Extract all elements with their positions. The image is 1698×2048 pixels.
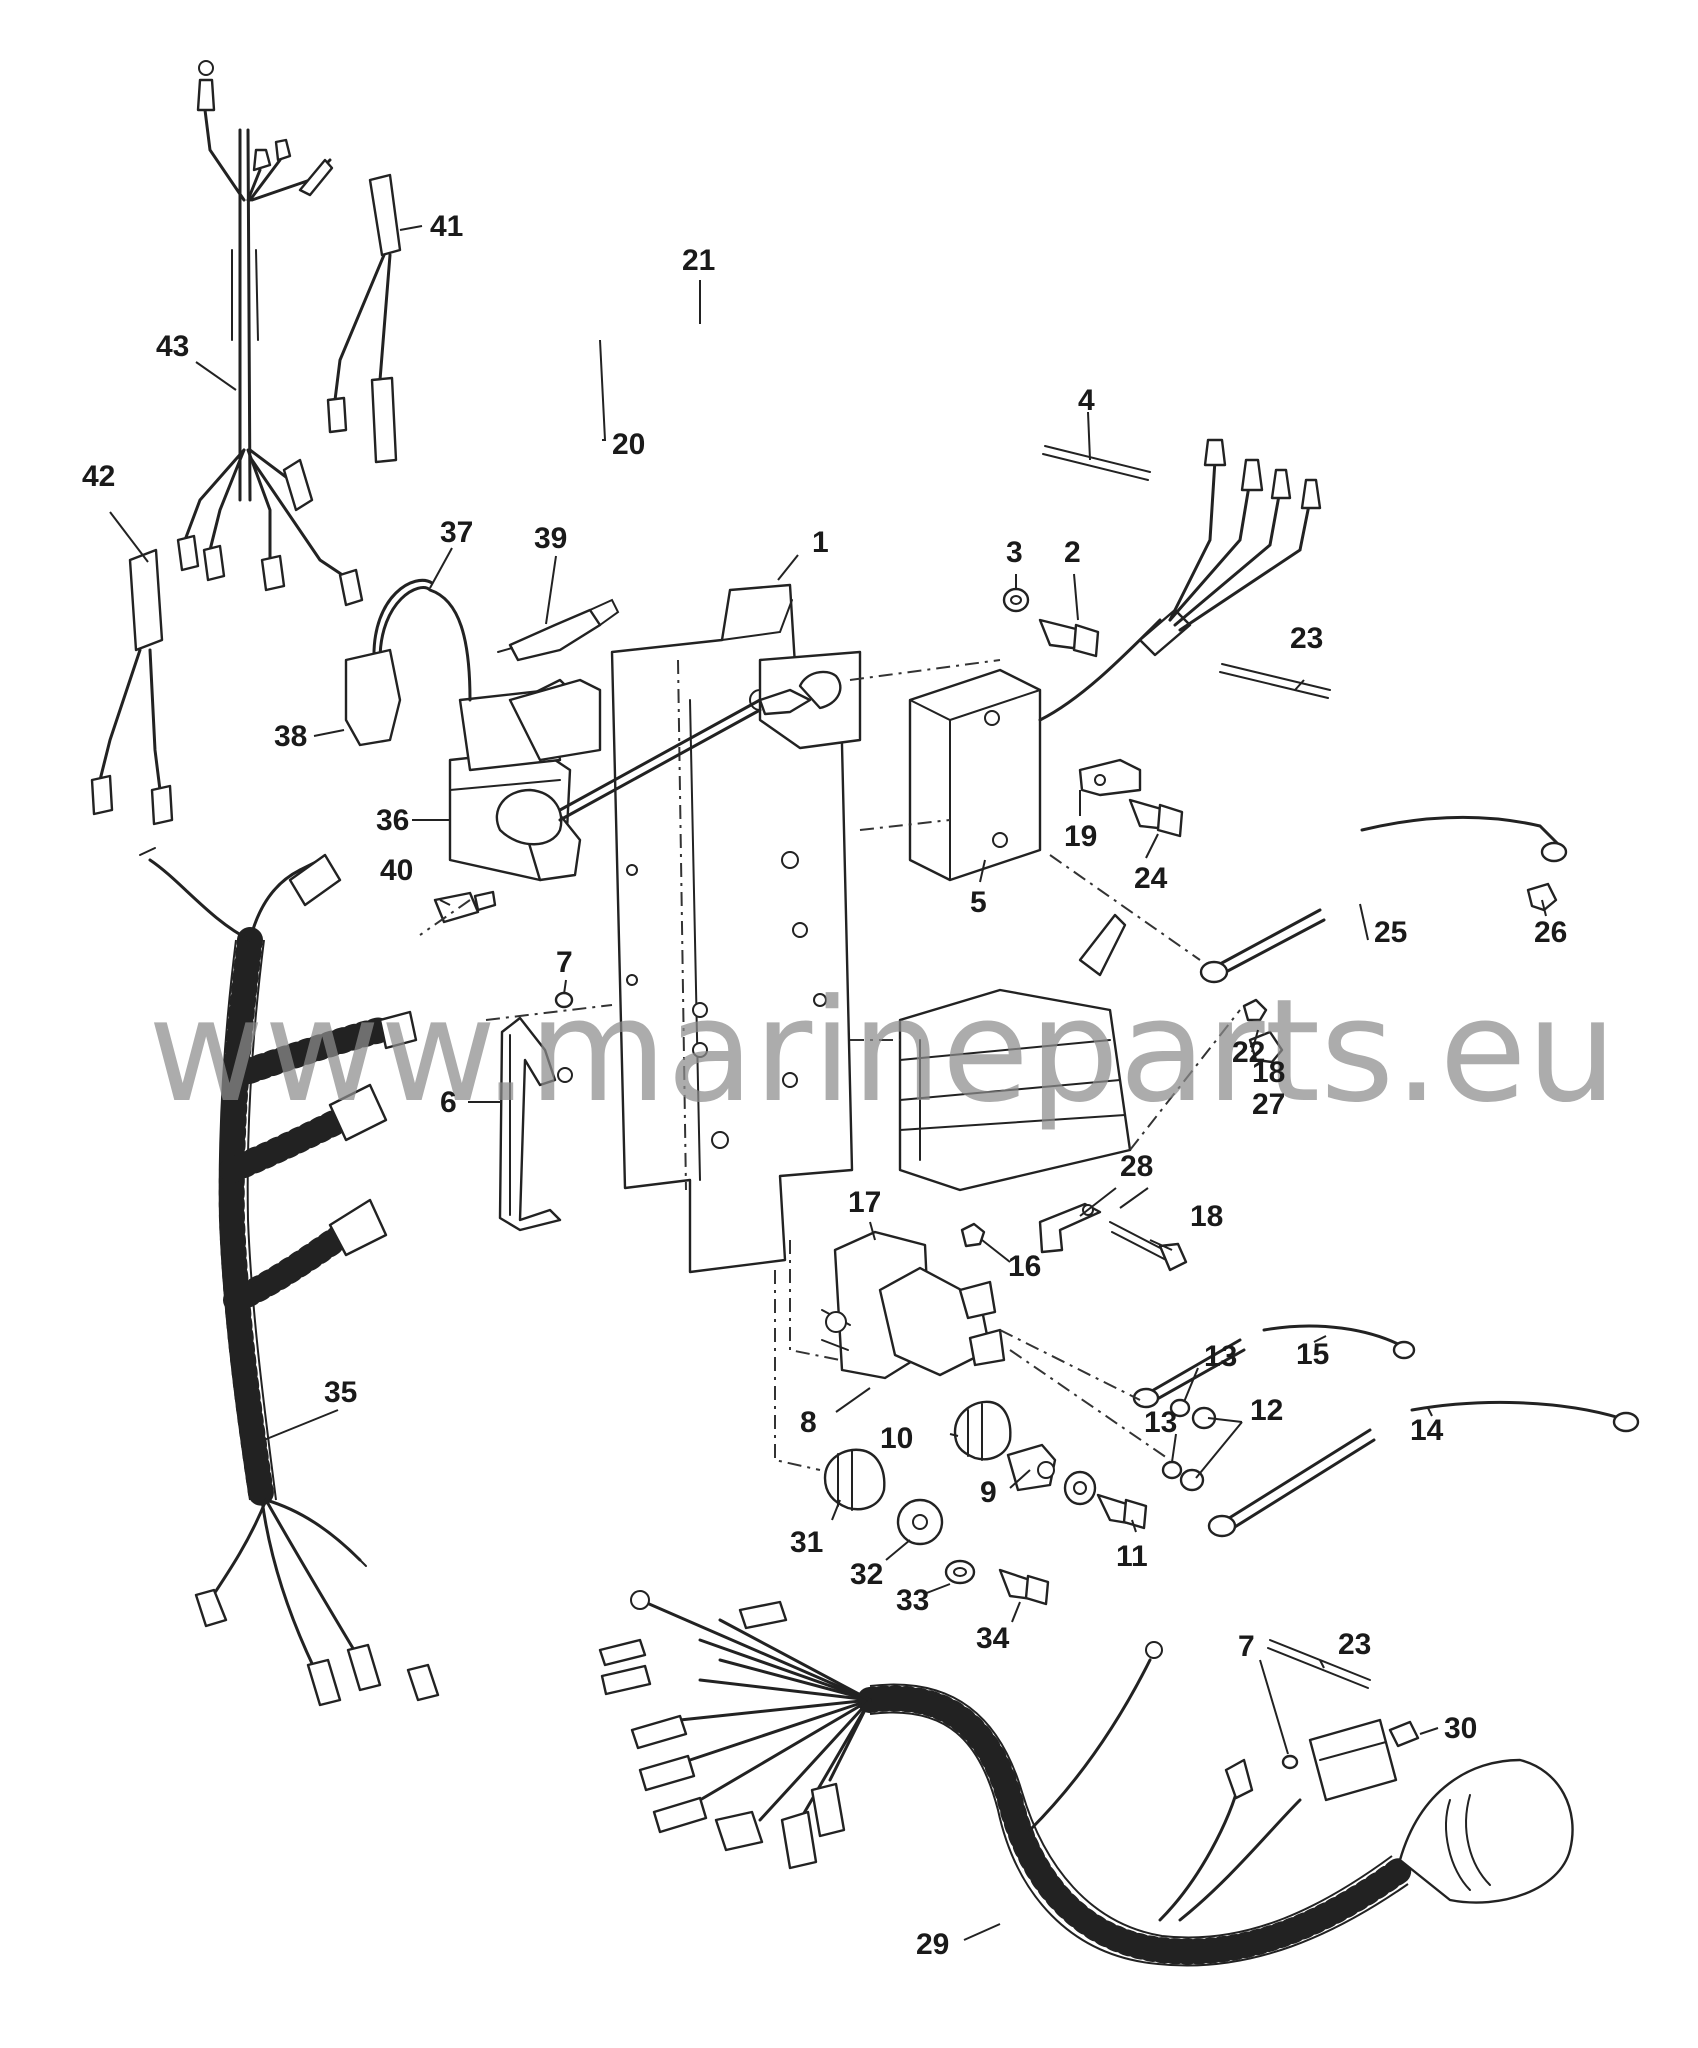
callout-21: 21	[682, 244, 715, 277]
module-wire-bundle	[1038, 438, 1322, 722]
callout-25: 25	[1374, 916, 1407, 949]
callout-15: 15	[1296, 1338, 1329, 1371]
main-harness	[139, 847, 440, 1707]
callout-3: 3	[1006, 536, 1023, 569]
nut-22	[1242, 998, 1268, 1022]
callout-20: 20	[612, 428, 645, 461]
callout-17: 17	[848, 1186, 881, 1219]
callout-30: 30	[1444, 1712, 1477, 1745]
bolt-26	[1526, 882, 1558, 912]
cable-25	[1199, 815, 1568, 984]
callout-39: 39	[534, 522, 567, 555]
nut-13b	[1161, 1460, 1183, 1480]
clamp-28	[1038, 1202, 1102, 1254]
callout-29: 29	[916, 1928, 949, 1961]
callout-7a: 7	[556, 946, 573, 979]
callout-37: 37	[440, 516, 473, 549]
callout-8: 8	[800, 1406, 817, 1439]
bracket-handle	[498, 1016, 573, 1232]
callout-14: 14	[1410, 1414, 1444, 1447]
callout-24: 24	[1134, 862, 1168, 895]
bolt-2	[1038, 618, 1100, 658]
washer-11	[1063, 1470, 1097, 1506]
callout-16: 16	[1008, 1250, 1041, 1283]
grommet-31	[823, 1448, 886, 1511]
callout-26: 26	[1534, 916, 1567, 949]
control-module	[849, 659, 1042, 882]
bolt-34	[998, 1568, 1050, 1606]
callout-40: 40	[380, 854, 413, 887]
callout-43: 43	[156, 330, 189, 363]
nut-16	[960, 1222, 986, 1248]
callout-42: 42	[82, 460, 115, 493]
cable-21	[495, 670, 842, 846]
coil-bracket	[508, 678, 602, 762]
callout-12: 12	[1250, 1394, 1283, 1427]
washer-33	[944, 1559, 976, 1585]
callout-leaders	[109, 225, 1547, 1941]
callout-22: 22	[1232, 1036, 1265, 1069]
callouts: 1 2 3 4 5 6 7 7 8 9 10 11 12 13 13 14 15…	[82, 210, 1567, 1961]
temperature-sensor	[497, 598, 620, 662]
coil-bolt	[433, 890, 497, 924]
washer-3	[1002, 587, 1030, 613]
callout-6: 6	[440, 1086, 457, 1119]
bolt-18	[1109, 1221, 1188, 1272]
cable-14	[1207, 1400, 1640, 1538]
callout-2: 2	[1064, 536, 1081, 569]
tab-30	[1388, 1720, 1420, 1748]
pin-4	[1042, 445, 1151, 481]
callout-27: 27	[1252, 1088, 1285, 1121]
watermark: www.marineparts.eu	[148, 969, 1617, 1134]
callout-32: 32	[850, 1558, 883, 1591]
callout-13a: 13	[1204, 1340, 1237, 1373]
screw-18-27	[1248, 1030, 1284, 1064]
callout-10: 10	[880, 1422, 913, 1455]
spark-plug-cap	[344, 648, 402, 747]
y-lead-42	[90, 548, 174, 826]
callout-36: 36	[376, 804, 409, 837]
callout-19: 19	[1064, 820, 1097, 853]
callout-33: 33	[896, 1584, 929, 1617]
high-tension-lead	[372, 578, 472, 702]
y-lead-41	[326, 173, 402, 464]
callout-28: 28	[1120, 1150, 1153, 1183]
bolt-24	[1128, 798, 1184, 838]
callout-38: 38	[274, 720, 307, 753]
cable-15	[1132, 1324, 1416, 1409]
upper-harness	[176, 60, 364, 607]
bolt-11	[1096, 1493, 1148, 1530]
pin-23a	[1219, 663, 1331, 699]
callout-9: 9	[980, 1476, 997, 1509]
callout-18b: 18	[1252, 1056, 1285, 1089]
callout-7b: 7	[1238, 1630, 1255, 1663]
callout-18a: 18	[1190, 1200, 1223, 1233]
washer-32	[896, 1498, 944, 1546]
nut-7b	[1281, 1754, 1299, 1770]
grommet-10	[953, 1400, 1012, 1461]
callout-41: 41	[430, 210, 463, 243]
callout-35: 35	[324, 1376, 357, 1409]
callout-23a: 23	[1290, 622, 1323, 655]
callout-4: 4	[1078, 384, 1095, 417]
callout-13b: 13	[1144, 1406, 1177, 1439]
starter-solenoid	[789, 1230, 1006, 1380]
callout-11: 11	[1116, 1540, 1148, 1573]
callout-34: 34	[976, 1622, 1010, 1655]
callout-23b: 23	[1338, 1628, 1371, 1661]
callout-31: 31	[790, 1526, 823, 1559]
callout-1: 1	[812, 526, 829, 559]
lower-harness	[598, 1590, 1574, 1967]
clamp-19	[1078, 758, 1142, 797]
callout-5: 5	[970, 886, 987, 919]
nut-13a	[1169, 1398, 1191, 1418]
assembly-lines	[419, 854, 1241, 1471]
